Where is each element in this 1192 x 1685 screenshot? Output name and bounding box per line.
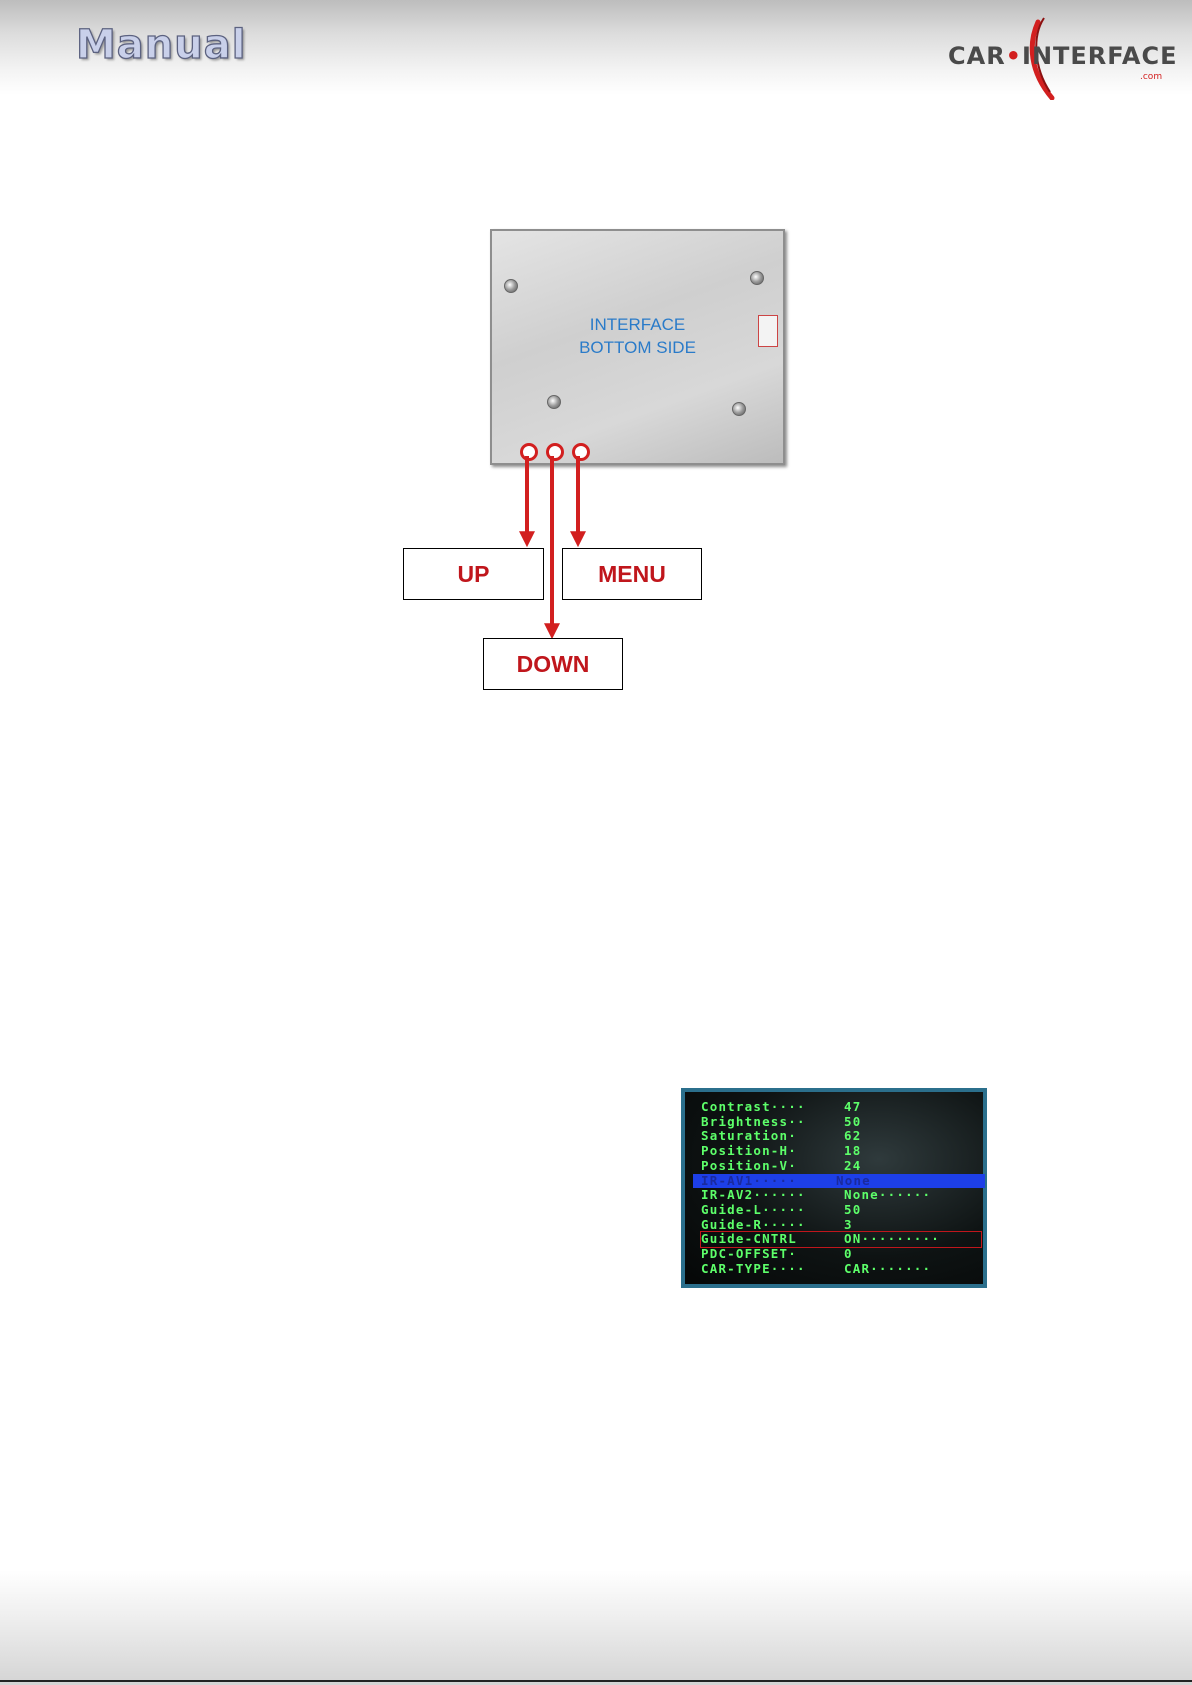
- osd-row-label: IR-AV1·····: [701, 1173, 797, 1188]
- osd-row-value: None······: [844, 1188, 931, 1203]
- osd-menu-row: Guide-R····· 3: [701, 1218, 981, 1233]
- osd-menu-row: Contrast···· 47: [701, 1100, 981, 1115]
- osd-row-label: Guide-R·····: [701, 1217, 806, 1232]
- page-footer: [0, 1570, 1192, 1685]
- osd-menu-row: Brightness·· 50: [701, 1115, 981, 1130]
- osd-row-label: Saturation·: [701, 1128, 797, 1143]
- osd-menu-row: Position-H· 18: [701, 1144, 981, 1159]
- osd-row-value: 47: [844, 1100, 861, 1115]
- footer-divider: [0, 1680, 1192, 1682]
- osd-row-label: Contrast····: [701, 1099, 806, 1114]
- osd-row-value: 50: [844, 1115, 861, 1130]
- osd-row-value: 50: [844, 1203, 861, 1218]
- osd-row-label: Brightness··: [701, 1114, 806, 1129]
- osd-menu-row: IR-AV2······ None······: [701, 1188, 981, 1203]
- osd-row-value: 0: [844, 1247, 853, 1262]
- menu-label: MENU: [562, 548, 702, 600]
- osd-row-label: Guide-L·····: [701, 1202, 806, 1217]
- osd-row-label: Position-H·: [701, 1143, 797, 1158]
- osd-menu-row: Saturation· 62: [701, 1129, 981, 1144]
- osd-row-value: 24: [844, 1159, 861, 1174]
- osd-menu-row: Position-V· 24: [701, 1159, 981, 1174]
- osd-row-value: None: [836, 1174, 871, 1189]
- osd-row-value: CAR·······: [844, 1262, 931, 1277]
- osd-menu-row: CAR-TYPE···· CAR·······: [701, 1262, 981, 1277]
- osd-menu-row: Guide-CNTRL ON·········: [701, 1232, 981, 1247]
- osd-row-label: IR-AV2······: [701, 1187, 806, 1202]
- osd-row-label: Position-V·: [701, 1158, 797, 1173]
- osd-row-value: 62: [844, 1129, 861, 1144]
- osd-row-label: PDC-OFFSET·: [701, 1246, 797, 1261]
- up-label: UP: [403, 548, 544, 600]
- osd-row-value: 18: [844, 1144, 861, 1159]
- osd-row-value: 3: [844, 1218, 853, 1233]
- down-label: DOWN: [483, 638, 623, 690]
- osd-row-value: ON·········: [844, 1232, 940, 1247]
- osd-row-label: CAR-TYPE····: [701, 1261, 806, 1276]
- osd-menu-row: PDC-OFFSET· 0: [701, 1247, 981, 1262]
- osd-row-label: Guide-CNTRL: [701, 1231, 797, 1246]
- osd-menu-row: Guide-L····· 50: [701, 1203, 981, 1218]
- osd-menu-row: IR-AV1····· None: [693, 1174, 985, 1189]
